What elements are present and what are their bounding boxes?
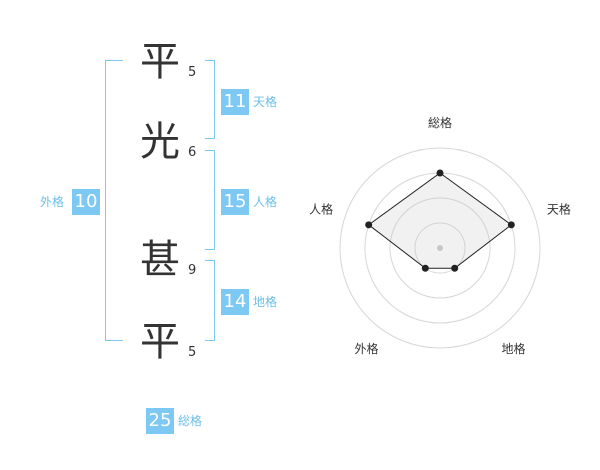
name-char-1: 平 (140, 39, 180, 85)
radar-axis-label-1: 総格 (428, 115, 452, 130)
chikaku-bracket (205, 260, 215, 341)
radar-ring-1 (414, 222, 466, 274)
radar-point-1 (436, 169, 444, 177)
jinkaku-value-badge: 15 (221, 189, 249, 215)
stroke-count-2: 6 (188, 145, 197, 160)
tenkaku-label: 天格 (253, 95, 278, 109)
name-char-2: 光 (140, 119, 180, 165)
radar-center-dot (437, 245, 443, 251)
radar-point-5 (365, 221, 373, 229)
soukaku-value-badge: 25 (146, 408, 174, 434)
radar-axis-label-4: 外格 (355, 341, 379, 356)
gaikaku-bracket (105, 60, 123, 341)
radar-series-polygon (367, 172, 513, 269)
radar-axis-label-2: 天格 (547, 201, 571, 216)
jinkaku-label: 人格 (253, 195, 278, 209)
soukaku-label: 総格 (178, 414, 203, 428)
radar-point-3 (451, 264, 459, 272)
chikaku-value-badge: 14 (221, 289, 249, 315)
radar-axis-label-3: 地格 (501, 341, 525, 356)
tenkaku-bracket (205, 60, 215, 139)
stroke-count-4: 5 (188, 345, 197, 360)
radar-point-2 (507, 221, 515, 229)
stroke-count-3: 9 (188, 263, 197, 278)
name-char-4: 平 (140, 319, 180, 365)
gaikaku-label: 外格 (40, 195, 65, 209)
radar-ring-2 (389, 197, 491, 299)
radar-axis-label-5: 人格 (309, 201, 333, 216)
gaikaku-value-badge: 10 (72, 189, 100, 215)
radar-point-4 (421, 264, 429, 272)
radar-ring-4 (339, 147, 541, 349)
chikaku-label: 地格 (253, 295, 278, 309)
tenkaku-value-badge: 11 (221, 89, 249, 115)
stroke-count-1: 5 (188, 65, 197, 80)
name-char-3: 甚 (140, 237, 180, 283)
jinkaku-bracket (205, 150, 215, 250)
